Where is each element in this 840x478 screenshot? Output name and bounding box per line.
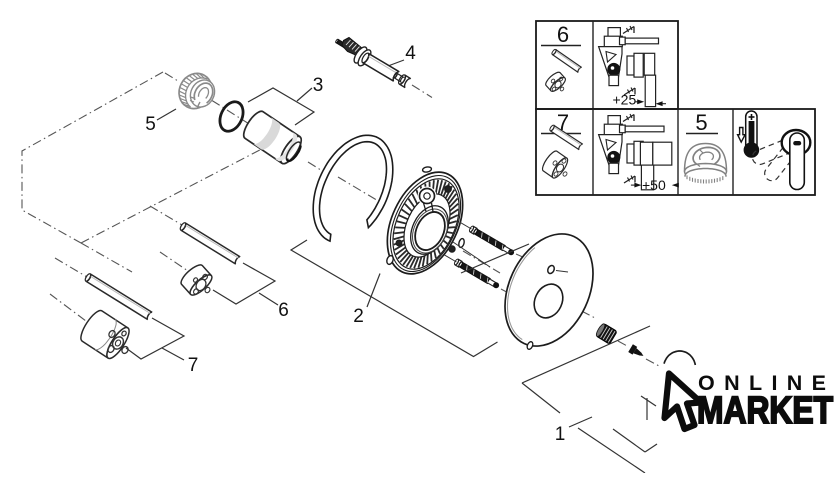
svg-text:MARKET: MARKET (697, 390, 833, 432)
svg-text:2: 2 (353, 306, 364, 327)
svg-text:3: 3 (313, 75, 324, 96)
svg-text:6: 6 (278, 300, 289, 321)
svg-text:5: 5 (695, 110, 707, 135)
svg-text:4: 4 (405, 43, 416, 64)
svg-text:7: 7 (188, 355, 199, 376)
svg-text:+50: +50 (642, 177, 666, 193)
svg-text:6: 6 (557, 22, 569, 47)
svg-text:5: 5 (145, 114, 156, 135)
svg-text:1: 1 (555, 424, 566, 445)
svg-text:+25: +25 (613, 92, 637, 108)
